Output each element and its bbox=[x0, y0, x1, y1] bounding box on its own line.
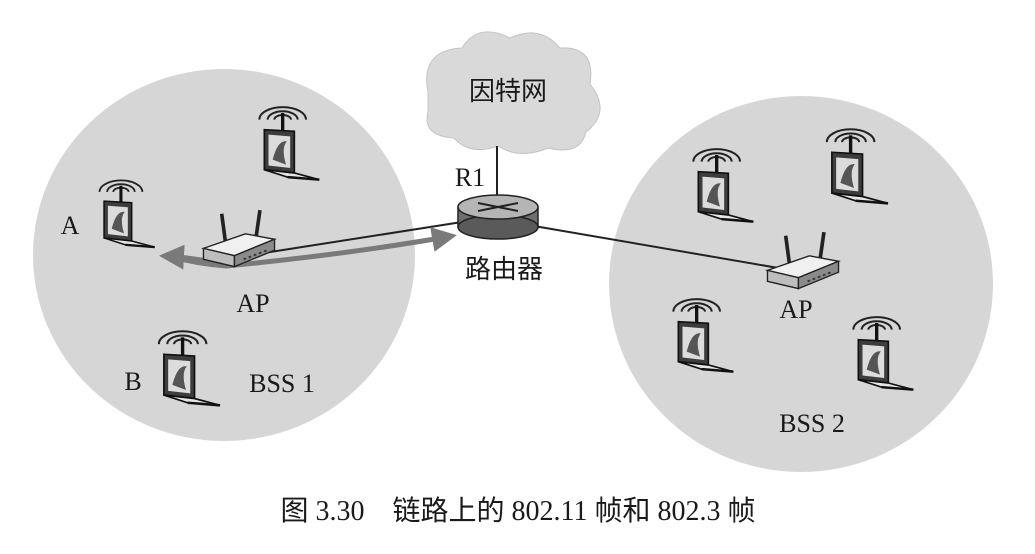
bss1-label: BSS 1 bbox=[249, 369, 315, 398]
bss2-ap-label: AP bbox=[779, 295, 812, 324]
internet-label: 因特网 bbox=[469, 77, 547, 106]
host-a-label: A bbox=[61, 211, 80, 240]
router-ap2-link bbox=[533, 225, 791, 271]
figure-caption: 图 3.30 链路上的 802.11 帧和 802.3 帧 bbox=[281, 495, 756, 527]
bss1-ap-label: AP bbox=[236, 289, 269, 318]
host-b-label: B bbox=[124, 367, 141, 396]
internet-cloud-icon bbox=[426, 31, 601, 154]
router-icon bbox=[457, 194, 539, 240]
router-name: R1 bbox=[455, 163, 485, 192]
router-label: 路由器 bbox=[465, 255, 543, 284]
frame-path-arrows bbox=[159, 227, 457, 270]
bss2-label: BSS 2 bbox=[779, 409, 845, 438]
